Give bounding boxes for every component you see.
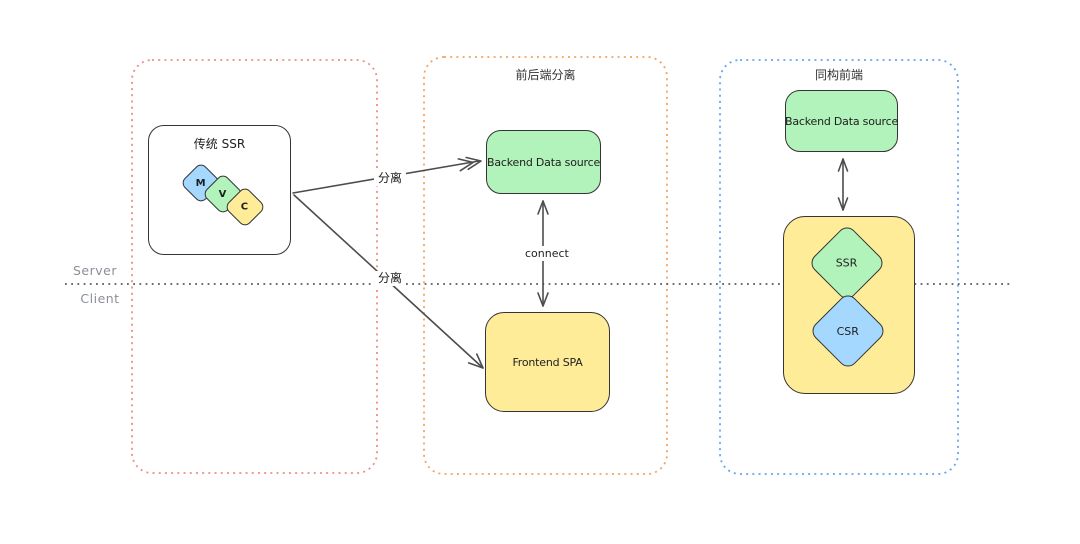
mvc-diamond-controller-label: C bbox=[241, 201, 249, 213]
isomorphic-link-arrow bbox=[837, 158, 849, 211]
section-border-isomorphic bbox=[719, 59, 959, 475]
frontend-spa-box[interactable]: Frontend SPA bbox=[485, 312, 610, 412]
client-label: Client bbox=[80, 291, 120, 306]
csr-diamond-label: CSR bbox=[836, 324, 860, 338]
separated-backend-box[interactable]: Backend Data source bbox=[486, 130, 601, 194]
mvc-diamond-view-label: V bbox=[219, 188, 227, 200]
section-border-traditional bbox=[131, 59, 378, 474]
isomorphic-section-title: 同构前端 bbox=[814, 68, 863, 82]
traditional-ssr-title: 传统 SSR bbox=[193, 137, 246, 151]
mvc-diamond-model-label: M bbox=[196, 177, 206, 189]
separated-backend-label: Backend Data source bbox=[486, 155, 601, 169]
server-label: Server bbox=[73, 263, 117, 278]
isomorphic-backend-box[interactable]: Backend Data source bbox=[785, 90, 898, 152]
separate-label-bottom: 分离 bbox=[374, 271, 406, 286]
connect-label: connect bbox=[523, 246, 569, 261]
frontend-spa-label: Frontend SPA bbox=[512, 355, 583, 369]
separate-label-top: 分离 bbox=[374, 171, 406, 186]
ssr-diamond-label: SSR bbox=[836, 256, 858, 270]
isomorphic-backend-label: Backend Data source bbox=[784, 114, 899, 128]
separated-section-title: 前后端分离 bbox=[515, 68, 576, 82]
section-border-separated bbox=[423, 56, 668, 475]
